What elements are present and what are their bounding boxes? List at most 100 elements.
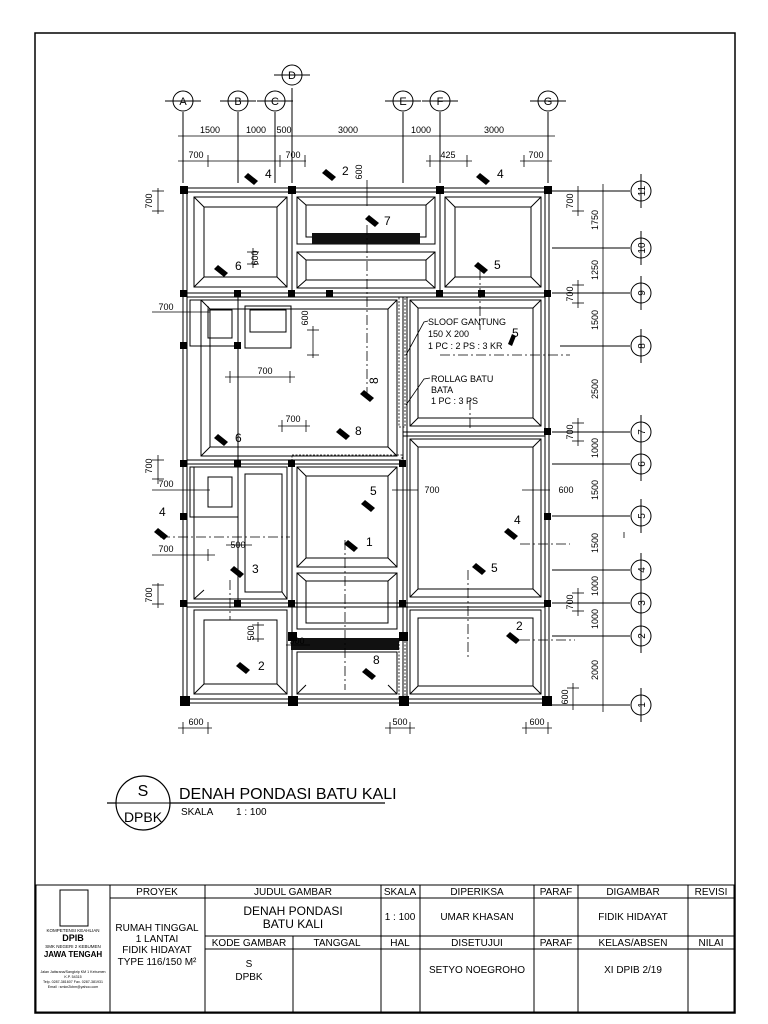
dimension-label: 500 [230, 540, 245, 550]
grid-axis-label: 5 [637, 513, 648, 519]
svg-text:5: 5 [370, 484, 377, 498]
school-address: Telp. 0287-381607 Fax. 0287-381931 [43, 980, 103, 984]
sloof-note-line: SLOOF GANTUNG [428, 317, 506, 327]
dimension-label: 600 [188, 717, 203, 727]
grid-axes-top [165, 64, 566, 183]
kode-line: S [246, 959, 253, 970]
dimension-label: 1000 [411, 125, 431, 135]
section-marker: 2 [322, 164, 349, 181]
header-digambar: DIGAMBAR [606, 887, 659, 898]
svg-text:4: 4 [265, 167, 272, 181]
room-bottom-right [409, 609, 542, 695]
dimension-label: 1000 [590, 576, 600, 596]
title-symbol-top: S [138, 783, 149, 800]
school-address: K.P. 54315 [64, 975, 81, 979]
room-bottom-left [193, 609, 288, 695]
section-marker: 2 [506, 619, 523, 644]
svg-text:2: 2 [342, 164, 349, 178]
room-top-left [193, 196, 288, 288]
dimension-label: 3000 [338, 125, 358, 135]
kelas-value: XI DPIB 2/19 [604, 965, 662, 976]
school-dept: KOMPETENSI KEAHLIAN [46, 928, 99, 933]
grid-axis-label: 9 [637, 290, 648, 296]
section-marker: 7 [365, 214, 391, 228]
section-marker: 2 [236, 659, 265, 674]
grid-axis-label: 7 [637, 429, 648, 435]
section-marker: 6 [214, 431, 242, 446]
grid-axis-label: 1 [637, 702, 648, 708]
dimension-label: 1500 [590, 533, 600, 553]
section-cut-lines [160, 225, 575, 690]
svg-text:4: 4 [497, 167, 504, 181]
svg-text:3: 3 [252, 562, 259, 576]
section-marker: 5 [472, 561, 498, 575]
svg-text:8: 8 [355, 424, 362, 438]
skala-value: 1 : 100 [385, 912, 416, 923]
judul-line: BATU KALI [263, 917, 323, 931]
sloof-note-line: 150 X 200 [428, 329, 469, 339]
grid-axis-label: B [234, 96, 241, 108]
grid-axis-label: C [271, 96, 279, 108]
room-mid-left [200, 299, 398, 457]
structural-columns [180, 186, 552, 706]
section-marker: 8 [360, 377, 381, 402]
section-marker: 5 [508, 326, 519, 346]
dimension-labels-right: 1750 1250 1500 2500 1000 1500 1500 1000 … [560, 193, 600, 704]
sheet-border [34, 32, 736, 1014]
section-marker: 5 [361, 484, 377, 512]
room-toilet-upper [189, 299, 292, 349]
svg-text:1: 1 [366, 535, 373, 549]
project-line: FIDIK HIDAYAT [122, 945, 191, 956]
dimension-label: 700 [424, 485, 439, 495]
sloof-note-line: 1 PC : 2 PS : 3 KR [428, 341, 503, 351]
grid-axis-label: 2 [637, 633, 648, 639]
scale-label: SKALA [181, 807, 214, 818]
judul-line: DENAH PONDASI [243, 904, 342, 918]
dimension-labels-bottom: 600 500 600 [188, 717, 544, 727]
dimension-label: 700 [285, 414, 300, 424]
dimension-label: 1500 [590, 480, 600, 500]
dimension-label: 700 [144, 458, 154, 473]
dimension-label: 600 [560, 689, 570, 704]
school-address: Jalan Jatisrana/Sangkrip KM 1 Kebumen [40, 970, 105, 974]
header-paraf: PARAF [540, 887, 573, 898]
dimension-label: 700 [565, 594, 575, 609]
header-kode: KODE GAMBAR [212, 938, 286, 949]
dimension-label: 500 [246, 625, 256, 640]
grid-axis-label: 10 [637, 242, 648, 254]
sloof-note: SLOOF GANTUNG 150 X 200 1 PC : 2 PS : 3 … [428, 317, 506, 351]
title-symbol-bottom: DPBK [124, 809, 163, 825]
project-line: TYPE 116/150 M² [118, 957, 197, 968]
title-block: PROYEK JUDUL GAMBAR SKALA DIPERIKSA PARA… [35, 884, 735, 1013]
grid-axis-label: 11 [637, 185, 648, 196]
digambar-value: FIDIK HIDAYAT [598, 912, 667, 923]
svg-text:4: 4 [514, 513, 521, 527]
header-revisi: REVISI [695, 887, 728, 898]
dimension-chain-top [178, 130, 555, 167]
svg-text:5: 5 [491, 561, 498, 575]
interior-dimensions [225, 180, 550, 646]
project-line: RUMAH TINGGAL [115, 923, 199, 934]
dimension-label: 1750 [590, 210, 600, 230]
dimension-labels-top: 1500 1000 500 3000 1000 3000 700 700 425… [188, 125, 543, 160]
dimension-label: 700 [158, 302, 173, 312]
project-line: 1 LANTAI [136, 934, 179, 945]
grid-axis-labels-right: 11 10 9 8 7 6 5 4 3 2 1 [637, 185, 648, 707]
section-marker: 4 [504, 513, 521, 540]
grid-axis-label: 3 [637, 600, 648, 606]
grid-axis-label: G [544, 96, 553, 108]
room-top-right [444, 196, 542, 288]
note-leaders [405, 320, 625, 538]
svg-text:5: 5 [494, 258, 501, 272]
svg-text:5: 5 [512, 326, 519, 340]
rollag-note-line: ROLLAG BATU [431, 374, 493, 384]
dimension-label: 2500 [590, 379, 600, 399]
dimension-chain-bottom [178, 722, 552, 734]
interior-dimension-labels: 600 600 600 700 700 700 600 500 500 500 [230, 164, 573, 646]
school-name: SMK NEGERI 2 KEBUMEN [45, 944, 101, 949]
dimension-label: 700 [565, 286, 575, 301]
dimension-label: 425 [440, 150, 455, 160]
grid-axes-right [552, 174, 652, 722]
room-lower-right [409, 438, 542, 598]
header-proyek: PROYEK [136, 887, 178, 898]
